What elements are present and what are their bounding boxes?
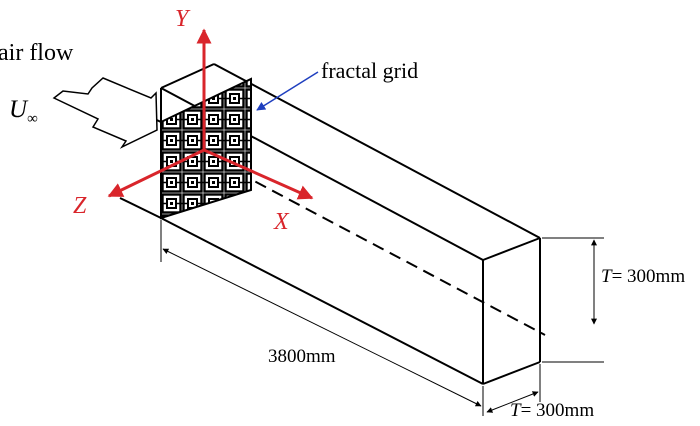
air-flow-label: air flow (0, 40, 74, 66)
axis-x-label: X (274, 209, 289, 235)
axis-z-arrow (107, 148, 205, 198)
length-label: 3800mm (268, 346, 336, 367)
width-symbol: T (510, 400, 521, 421)
height-label: T= 300mm (601, 267, 685, 286)
width-dimension (486, 364, 541, 413)
tunnel-top-far-edge (213, 63, 541, 239)
width-label: T= 300mm (510, 401, 594, 420)
height-symbol: T (601, 266, 612, 287)
tunnel-bottom-right-edge (482, 361, 541, 385)
velocity-subscript: ∞ (27, 111, 38, 127)
tunnel-centerline-dashed (204, 154, 546, 336)
freestream-velocity-label: U∞ (9, 96, 38, 127)
axis-z-label: Z (73, 193, 87, 219)
width-dimension-line (486, 391, 539, 413)
axis-y-label: Y (175, 6, 189, 32)
tunnel-bottom-left-edge (119, 197, 162, 219)
fractal-grid-label: fractal grid (321, 58, 419, 83)
height-value: = 300mm (611, 266, 686, 287)
velocity-symbol: U (9, 96, 28, 123)
axis-x-arrow (203, 148, 314, 200)
tunnel-top-right-edge (482, 237, 541, 261)
fractal-grid (160, 77, 252, 220)
height-dimension (542, 237, 604, 363)
length-dimension-line (162, 248, 482, 407)
tunnel-box (113, 63, 541, 385)
width-value: = 300mm (520, 400, 595, 421)
length-dimension (160, 220, 484, 416)
air-flow-arrow (52, 77, 158, 149)
coordinate-axes (107, 28, 314, 200)
fractal-grid-pointer-arrow (256, 71, 319, 111)
tunnel-top-left-edge (160, 63, 215, 89)
